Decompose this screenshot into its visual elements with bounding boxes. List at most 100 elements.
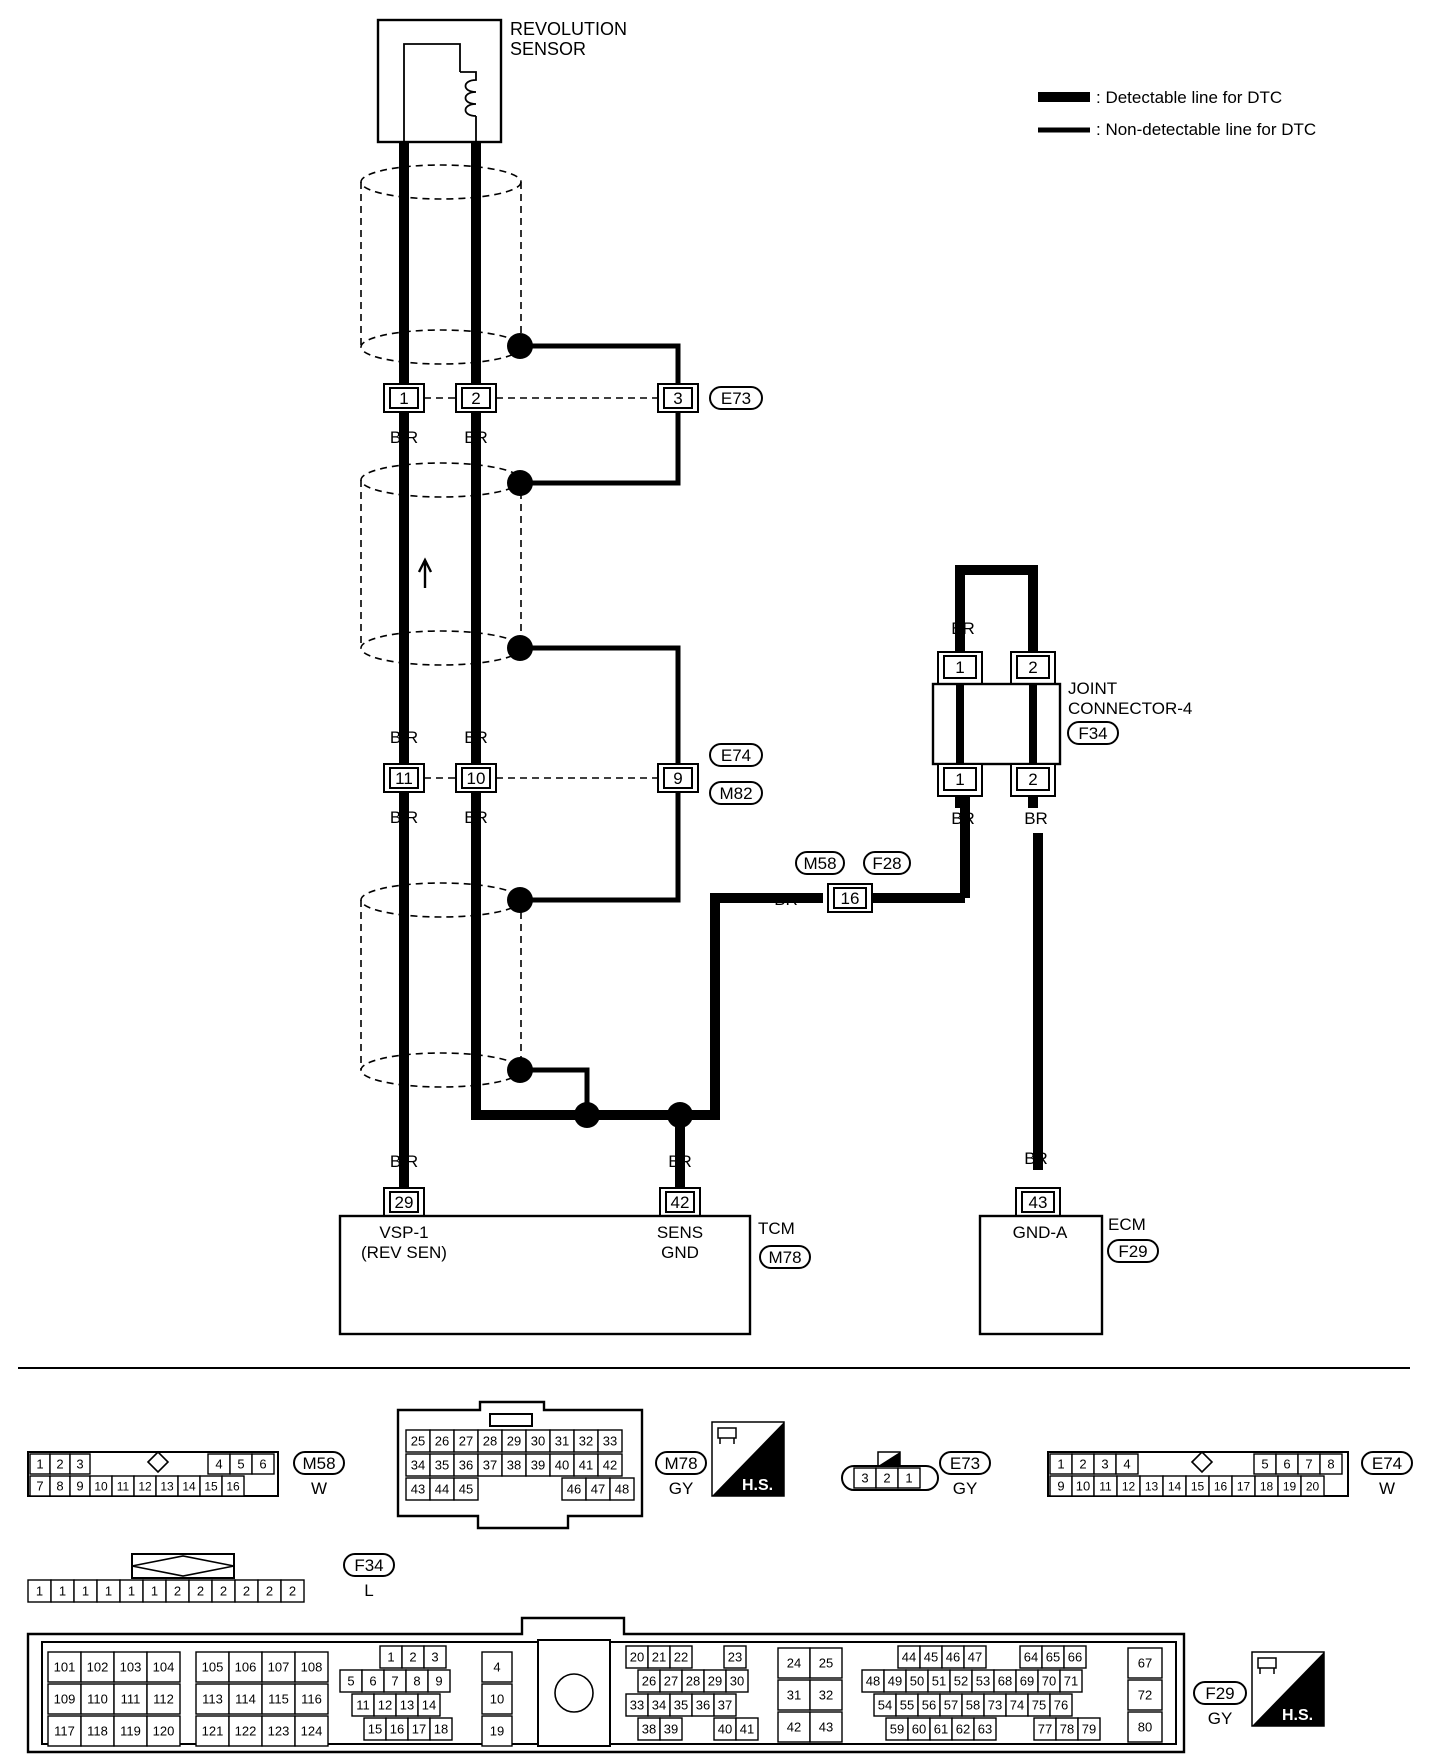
pin-cell [973, 1717, 997, 1741]
shield-drains [507, 333, 693, 1128]
wire-color-label: BR [464, 808, 488, 827]
pin-number: 77 [1038, 1722, 1052, 1737]
pin-number: 41 [740, 1722, 754, 1737]
connector-color-white: W [311, 1479, 327, 1498]
pin-number: 7 [391, 1674, 398, 1689]
pin-number: 114 [235, 1692, 256, 1707]
wire-br [471, 142, 970, 1188]
pin-number: 3 [861, 1471, 868, 1486]
sensor-label-2: SENSOR [510, 39, 586, 59]
pin-number: 14 [1168, 1479, 1182, 1493]
pin-cell [417, 1693, 441, 1717]
pin-number: 112 [153, 1692, 174, 1707]
pin-number: 34 [411, 1458, 425, 1473]
sensor-box [376, 18, 503, 144]
legend-detectable: : Detectable line for DTC [1096, 88, 1282, 107]
pin-number: 47 [968, 1650, 982, 1665]
pin-number: 19 [490, 1724, 504, 1739]
pin-number: 72 [1138, 1688, 1152, 1703]
key-diamond-icon [146, 1450, 170, 1474]
key-diamond-icon [131, 1555, 235, 1577]
pin-cell [146, 1715, 181, 1747]
pin-number: 9 [435, 1674, 442, 1689]
pin-number: 2 [883, 1471, 890, 1486]
pin-number: 122 [235, 1724, 257, 1739]
pin-number: 6 [259, 1457, 266, 1472]
pin-number: 48 [615, 1482, 629, 1497]
pin-number: 18 [434, 1722, 448, 1737]
connector-row-e73: 1 2 3 E73 B/R BR [383, 383, 763, 447]
shield-1 [360, 164, 522, 365]
pin-number: 32 [579, 1434, 593, 1449]
pin-number: 69 [1020, 1674, 1034, 1689]
pin-number: 13 [160, 1479, 174, 1493]
tcm-terminal-gnd: GND [661, 1243, 699, 1262]
hs-label: H.S. [1282, 1707, 1313, 1724]
pin-cell [777, 1679, 811, 1711]
shield-2 [360, 462, 522, 666]
connector-m78: M78 [768, 1248, 801, 1267]
pin-number: 16 [226, 1479, 240, 1493]
joint-connector-4: BR 1 2 1 2 JOINT CONNECTOR-4 F34 BR BR B… [931, 565, 1192, 1170]
pin-number: 39 [531, 1458, 545, 1473]
connector-tag-m78-face [655, 1451, 707, 1475]
pin-number: 2 [197, 1584, 204, 1599]
pin-number: 118 [87, 1724, 108, 1739]
wire-color-label: BR [951, 619, 975, 638]
pin-number: 36 [696, 1698, 710, 1713]
pin-number: 109 [54, 1692, 76, 1707]
pin-number: 121 [202, 1724, 224, 1739]
pin-number: 110 [87, 1692, 108, 1707]
pin-number: 16 [390, 1722, 404, 1737]
pin-cell [294, 1715, 329, 1747]
pin-number: 5 [347, 1674, 354, 1689]
pin-number: 10 [94, 1479, 108, 1493]
pin-number: 17 [412, 1722, 426, 1737]
pin-number: 2 [289, 1584, 296, 1599]
pin-cell [481, 1715, 513, 1747]
pin-number: 79 [1082, 1722, 1096, 1737]
tcm-pin-42: 42 [671, 1193, 690, 1212]
connector-tag-f34 [1067, 721, 1119, 745]
pin-number: 124 [301, 1724, 323, 1739]
pin-number: 27 [664, 1674, 678, 1689]
pin-cell [427, 1669, 451, 1693]
pin-number: 41 [579, 1458, 593, 1473]
pin-number: 7 [1305, 1457, 1312, 1472]
pin-number: 31 [787, 1688, 801, 1703]
pin-cell [146, 1683, 181, 1715]
pin-number: 74 [1010, 1698, 1024, 1713]
pin-number: 15 [368, 1722, 382, 1737]
pin-number: 120 [153, 1724, 175, 1739]
connector-tag-f34-face [343, 1553, 395, 1577]
pin-number: 28 [483, 1434, 497, 1449]
pin-cell [897, 1467, 921, 1489]
wire-color-label: B/R [390, 428, 418, 447]
f29-center-boss [554, 1673, 594, 1713]
pin-number: 26 [435, 1434, 449, 1449]
hs-symbol-icon: H.S. [711, 1421, 785, 1497]
connector-color-gray: GY [669, 1479, 694, 1498]
pin-number: 53 [976, 1674, 990, 1689]
pin-number: 39 [664, 1722, 678, 1737]
pin-number: 15 [1191, 1479, 1205, 1493]
pin-number: 44 [902, 1650, 916, 1665]
tcm-unit: B/R BR 29 42 VSP-1 (REV SEN) SENS GND TC… [338, 1152, 811, 1336]
pin-cell [1059, 1669, 1083, 1693]
shield-node [507, 887, 533, 913]
pin-cell [429, 1717, 453, 1741]
tcm-box [338, 1214, 752, 1336]
pin-number: 27 [459, 1434, 473, 1449]
pin-number: 47 [591, 1482, 605, 1497]
pin-number: 30 [730, 1674, 744, 1689]
ecm-label: ECM [1108, 1215, 1146, 1234]
pin-cell [1127, 1711, 1163, 1743]
pin-10: 10 [467, 769, 486, 788]
connector-tag-m58-face [293, 1451, 345, 1475]
tcm-terminal-vsp1: VSP-1 [379, 1223, 428, 1242]
pin-number: 1 [82, 1584, 89, 1599]
connector-e73: E73 [721, 389, 751, 408]
